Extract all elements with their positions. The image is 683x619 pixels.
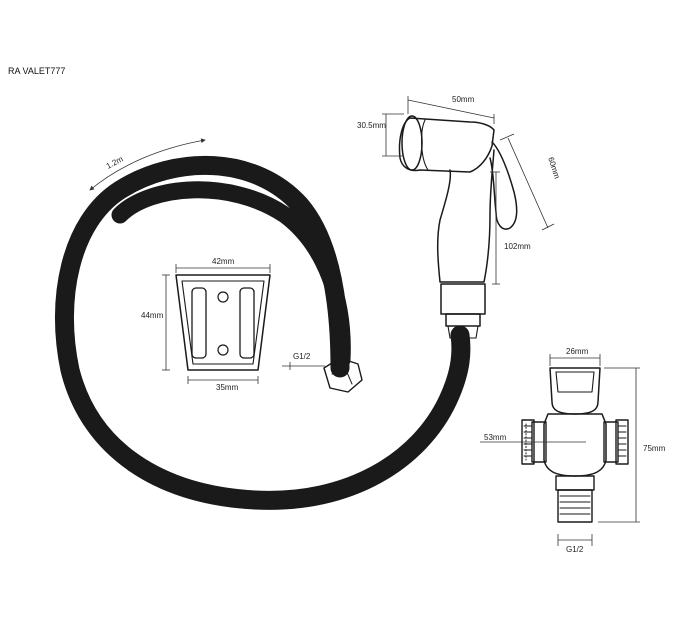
hose-length-arrow bbox=[89, 138, 206, 191]
sprayer-diameter-label: 30.5mm bbox=[357, 121, 386, 130]
sprayer-body-label: 102mm bbox=[504, 242, 531, 251]
sprayer-length-dim-line bbox=[407, 99, 495, 119]
braided-hose bbox=[54, 155, 471, 510]
connector-thread-label: G1/2 bbox=[293, 352, 311, 361]
product-title: RA VALET777 bbox=[8, 66, 65, 76]
t-valve bbox=[521, 367, 629, 523]
holder-bottom-width-label: 35mm bbox=[216, 383, 239, 392]
hex-nut-connector bbox=[282, 357, 363, 393]
sprayer-lever-label: 60mm bbox=[546, 156, 562, 180]
holder-top-width-label: 42mm bbox=[212, 257, 235, 266]
wall-holder bbox=[175, 274, 271, 371]
holder-height-label: 44mm bbox=[141, 311, 164, 320]
sprayer-length-label: 50mm bbox=[452, 95, 475, 104]
hose-inner-coil-ribs bbox=[113, 182, 350, 367]
bidet-sprayer bbox=[398, 115, 518, 339]
hose-corrugation bbox=[56, 157, 469, 509]
valve-thread-label: G1/2 bbox=[566, 545, 584, 554]
valve-side-width-label: 53mm bbox=[484, 433, 507, 442]
sprayer-lever-dim-line bbox=[507, 137, 549, 229]
valve-top-width-label: 26mm bbox=[566, 347, 589, 356]
valve-height-label: 75mm bbox=[643, 444, 666, 453]
